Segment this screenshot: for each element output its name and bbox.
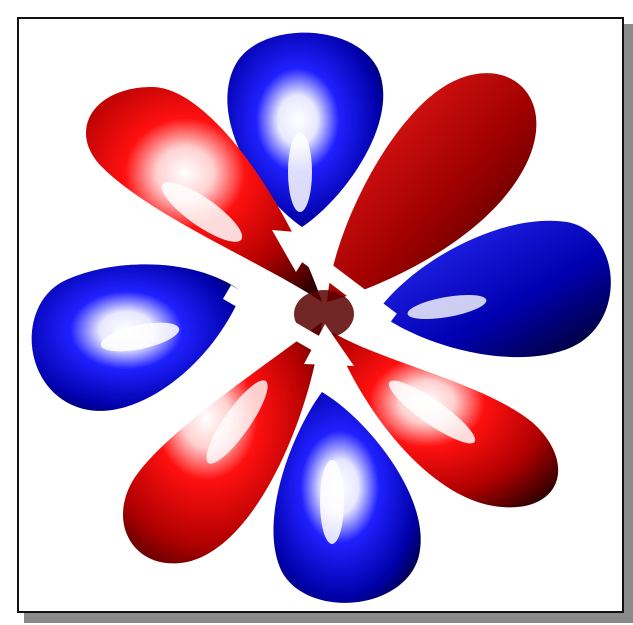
figure-frame xyxy=(17,17,624,613)
orbital-figure xyxy=(17,17,624,613)
blue-lobe-left xyxy=(32,264,242,411)
